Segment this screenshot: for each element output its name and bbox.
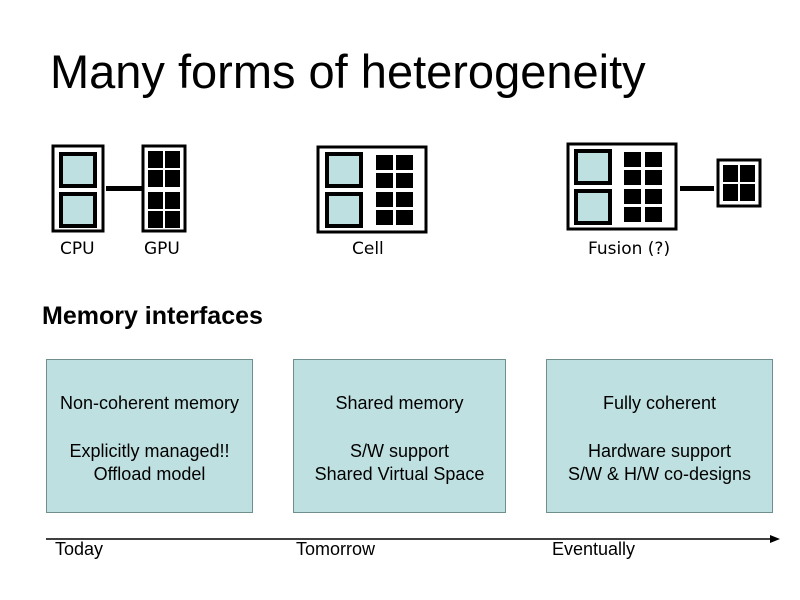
cell-chip (316, 145, 428, 234)
cpu-chip (51, 144, 105, 233)
fusion-chip (566, 142, 678, 231)
box-heading: Non-coherent memory (59, 393, 240, 413)
gpu-label: GPU (144, 239, 180, 259)
timeline-label-eventually: Eventually (552, 539, 636, 559)
box-line: S/W support (349, 441, 450, 461)
box-line: Explicitly managed!! (69, 441, 230, 461)
box-heading: Shared memory (335, 393, 464, 413)
box-heading: Fully coherent (602, 393, 717, 413)
page-title: Many forms of heterogeneity (50, 45, 646, 98)
timeline-label-tomorrow: Tomorrow (296, 539, 376, 559)
timeline-arrow (46, 535, 780, 543)
box-line: Hardware support (587, 441, 732, 461)
gpu-chip (141, 144, 187, 233)
cell-label: Cell (352, 239, 384, 259)
memory-box-non-coherent: Non-coherent memory Explicitly managed!!… (46, 359, 253, 513)
memory-box-fully-coherent: Fully coherent Hardware support S/W & H/… (546, 359, 773, 513)
cpu-label: CPU (60, 239, 95, 259)
cpu-gpu-link (106, 186, 142, 191)
section-title: Memory interfaces (42, 302, 263, 330)
box-line: Shared Virtual Space (314, 464, 485, 484)
memory-box-shared: Shared memory S/W support Shared Virtual… (293, 359, 506, 513)
fusion-gpu-link (680, 186, 714, 191)
discrete-gpu-chip (716, 158, 762, 208)
box-line: Offload model (93, 464, 206, 484)
timeline-label-today: Today (55, 539, 104, 559)
fusion-label: Fusion (?) (588, 239, 671, 259)
box-line: S/W & H/W co-designs (567, 464, 752, 484)
